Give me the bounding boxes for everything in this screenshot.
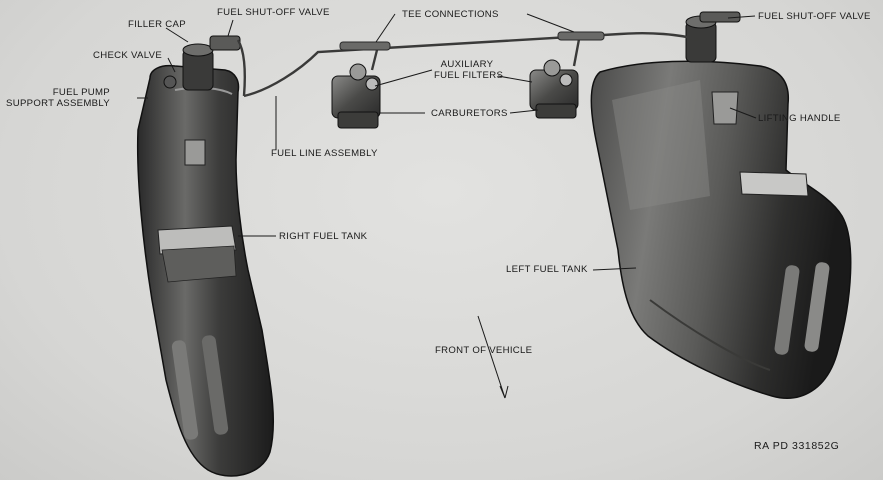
label-check-valve: CHECK VALVE (93, 50, 163, 61)
label-fuel-pump-line2: SUPPORT ASSEMBLY (6, 98, 110, 109)
label-fuel-shutoff-valve-right-tank: FUEL SHUT-OFF VALVE (217, 7, 330, 18)
label-front-of-vehicle: FRONT OF VEHICLE (435, 345, 533, 356)
label-filler-cap: FILLER CAP (128, 19, 186, 30)
left-tank-fittings (685, 11, 741, 63)
carburetor-left-shape (331, 63, 381, 129)
label-auxiliary-fuel-filters: AUXILIARY FUEL FILTERS (434, 59, 504, 81)
left-fuel-tank-shape (590, 60, 852, 399)
leader-lines (137, 13, 757, 399)
label-auxiliary-fuel-filters-line2: FUEL FILTERS (434, 70, 504, 81)
label-tee-connections: TEE CONNECTIONS (402, 9, 499, 20)
label-fuel-pump-support-assembly: FUEL PUMP SUPPORT ASSEMBLY (0, 87, 110, 109)
right-tank-fittings (163, 35, 241, 91)
label-carburetors: CARBURETORS (431, 108, 508, 119)
right-fuel-tank-shape (136, 64, 275, 477)
label-right-fuel-tank: RIGHT FUEL TANK (279, 231, 368, 242)
label-lifting-handle: LIFTING HANDLE (758, 113, 841, 124)
label-fuel-pump-line1: FUEL PUMP (52, 87, 110, 98)
carburetor-right-shape (529, 59, 579, 119)
label-auxiliary-fuel-filters-line1: AUXILIARY (440, 59, 494, 70)
fuel-line-assembly-shape (236, 31, 699, 98)
label-fuel-line-assembly: FUEL LINE ASSEMBLY (271, 148, 378, 159)
label-fuel-shutoff-valve-left-tank: FUEL SHUT-OFF VALVE (758, 11, 871, 22)
label-left-fuel-tank: LEFT FUEL TANK (506, 264, 588, 275)
figure-reference-number: RA PD 331852G (754, 440, 840, 452)
